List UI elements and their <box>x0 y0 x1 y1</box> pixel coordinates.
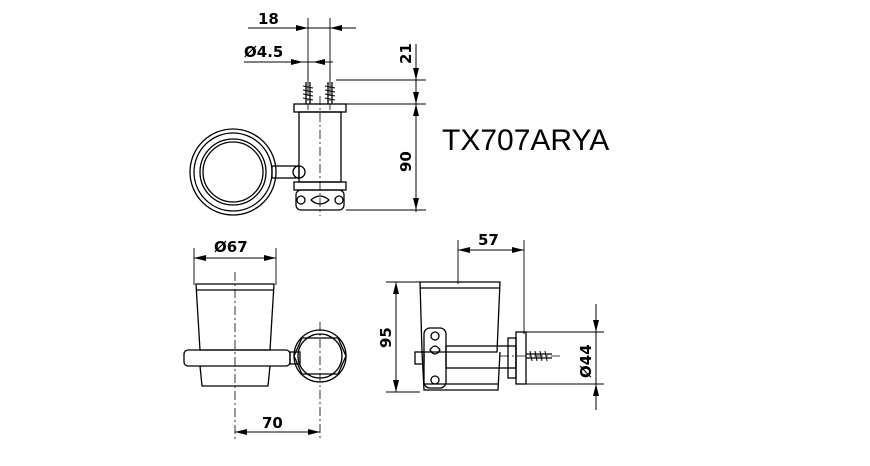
ring-holder-side <box>414 327 517 389</box>
front-view: Ø67 70 <box>183 238 347 440</box>
dim-total-height: 95 <box>377 281 420 393</box>
dim-flange-diameter: Ø44 <box>526 304 604 410</box>
dim-bracket-height: 90 <box>346 92 426 211</box>
dim-total-height-label: 95 <box>377 327 395 348</box>
wall-bracket <box>293 96 347 216</box>
dim-cup-depth: 57 <box>457 231 525 334</box>
dim-screw-spacing: 18 <box>248 10 356 90</box>
wall-flange-side <box>500 331 560 385</box>
dim-screw-spacing-label: 18 <box>258 10 279 28</box>
arm-front <box>289 322 347 440</box>
dim-center-distance: 70 <box>235 414 320 435</box>
cup-side <box>419 281 501 391</box>
dim-screw-length: 21 <box>336 43 426 212</box>
dim-flange-diameter-label: Ø44 <box>577 344 595 378</box>
dim-center-distance-label: 70 <box>262 414 283 432</box>
screw-right <box>324 70 336 110</box>
model-title: TX707ARYA <box>442 124 609 157</box>
top-view: 18 Ø4.5 <box>189 10 609 216</box>
dim-cup-depth-label: 57 <box>478 231 499 249</box>
dim-cup-diameter: Ø67 <box>193 238 277 285</box>
dim-screw-diameter: Ø4.5 <box>244 43 333 65</box>
dim-cup-diameter-label: Ø67 <box>214 238 248 256</box>
cup-ring-top <box>189 128 306 216</box>
dim-screw-diameter-label: Ø4.5 <box>244 43 283 61</box>
side-view: 57 95 <box>377 231 604 410</box>
dim-bracket-height-label: 90 <box>397 151 415 172</box>
screw-left <box>302 70 314 110</box>
dim-screw-length-label: 21 <box>397 43 415 64</box>
